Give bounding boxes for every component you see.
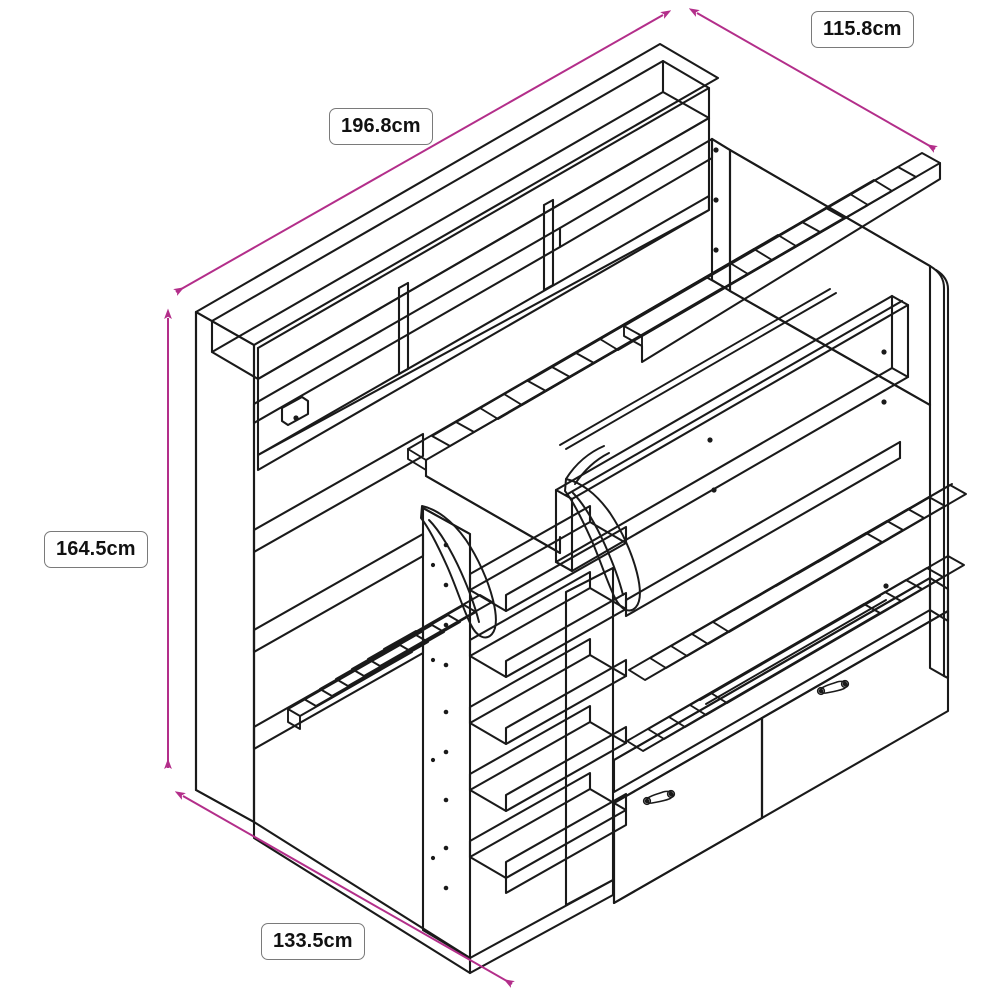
dimension-label-height: 164.5cm xyxy=(44,531,148,568)
upper-bunk-base-underside xyxy=(424,161,942,555)
dimension-arrow-length xyxy=(173,10,672,296)
dimension-label-depth: 133.5cm xyxy=(261,923,365,960)
dimension-arrows xyxy=(164,8,938,988)
upper-bunk-frame xyxy=(252,137,950,680)
headboard-shelf-unit xyxy=(194,42,720,824)
dimension-label-length: 196.8cm xyxy=(329,108,433,145)
ladder-handrails xyxy=(420,445,641,639)
dimension-label-width: 115.8cm xyxy=(811,11,914,48)
lower-left-side-panel xyxy=(252,432,425,824)
furniture-outline xyxy=(194,42,967,975)
lower-bunk-slats xyxy=(626,483,967,752)
storage-drawers xyxy=(612,609,950,905)
drawer-handle-left xyxy=(642,789,676,806)
dimension-arrow-depth xyxy=(174,791,515,988)
dimension-arrow-width xyxy=(688,8,938,153)
upper-bunk-slats xyxy=(407,152,941,471)
corner-bracket xyxy=(280,395,310,427)
